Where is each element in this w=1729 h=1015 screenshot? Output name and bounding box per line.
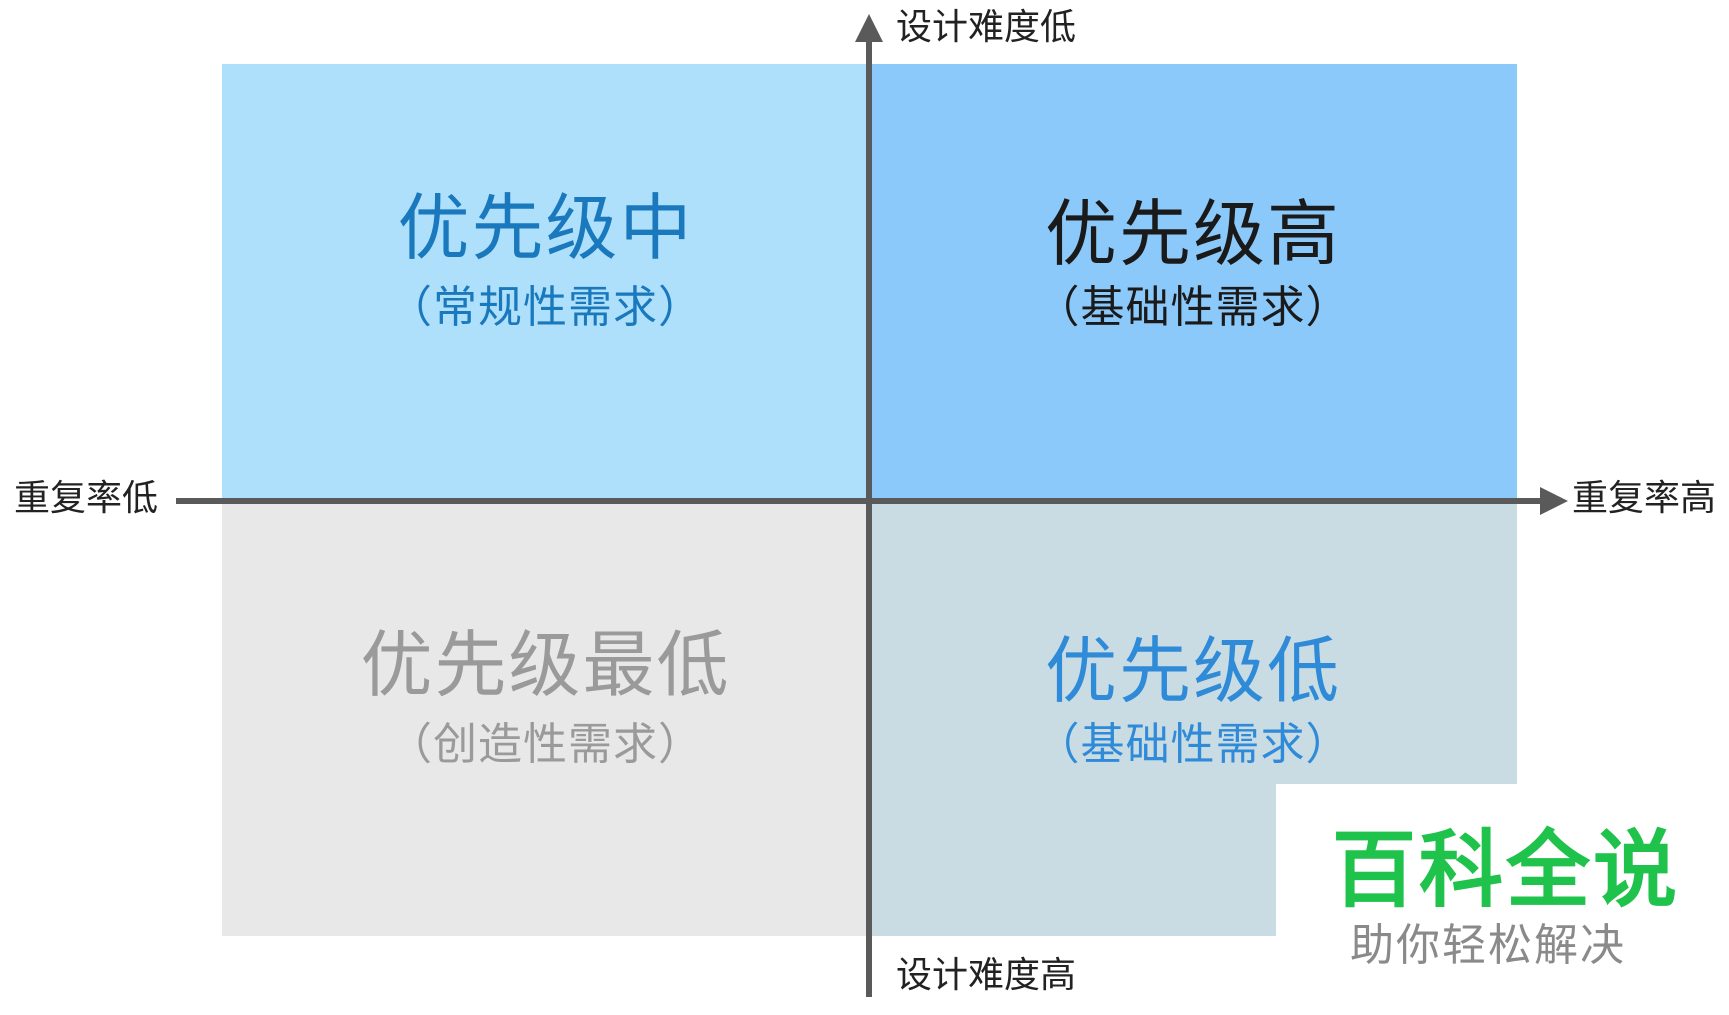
vertical-axis [866, 36, 872, 997]
quadrant-title-low: 优先级低 [1044, 629, 1341, 713]
watermark-title: 百科全说 [1332, 821, 1681, 919]
up-arrow-icon [855, 14, 883, 42]
quadrant-title-high: 优先级高 [1044, 192, 1341, 276]
axis-label-top: 设计难度低 [896, 7, 1077, 48]
axis-label-bottom: 设计难度高 [896, 955, 1077, 996]
axis-label-right: 重复率高 [1572, 478, 1717, 519]
quadrant-subtitle-basic: （基础性需求） [1035, 282, 1351, 333]
quadrant-title-medium: 优先级中 [397, 186, 694, 270]
quadrant-bottom-right: 优先级低 （基础性需求） [869, 501, 1517, 936]
axis-label-left: 重复率低 [14, 478, 159, 519]
quadrant-top-right: 优先级高 （基础性需求） [869, 64, 1517, 501]
quadrant-title-lowest: 优先级最低 [360, 623, 731, 707]
quadrant-subtitle-regular: （常规性需求） [388, 282, 703, 333]
quadrant-bottom-left: 优先级最低 （创造性需求） [222, 501, 869, 936]
right-arrow-icon [1540, 487, 1568, 515]
watermark: 百科全说 助你轻松解决 [1276, 784, 1729, 1015]
quadrant-subtitle-basic-low: （基础性需求） [1035, 719, 1351, 770]
horizontal-axis [176, 498, 1548, 504]
quadrant-subtitle-creative: （创造性需求） [388, 719, 703, 770]
watermark-subtitle: 助你轻松解决 [1350, 920, 1626, 971]
quadrant-top-left: 优先级中 （常规性需求） [222, 64, 869, 501]
